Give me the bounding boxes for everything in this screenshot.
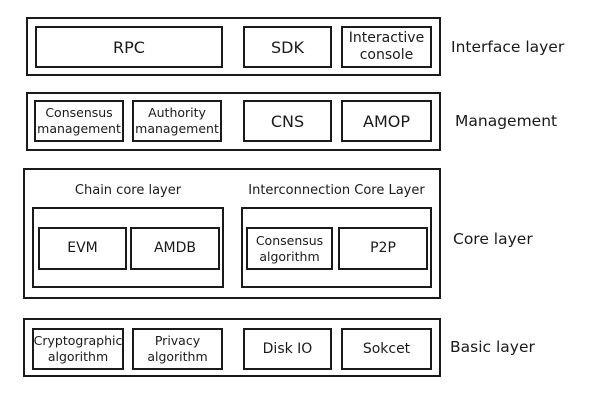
management-layer-label: Management [455, 112, 558, 130]
rpc-box: RPC [35, 26, 223, 68]
cryptographic-algorithm-box: Cryptographic algorithm [32, 328, 124, 370]
chain-core-layer-frame [32, 207, 224, 288]
interconnection-core-layer-title: Interconnection Core Layer [248, 183, 425, 198]
amdb-box: AMDB [130, 227, 220, 270]
evm-box: EVM [38, 227, 127, 270]
interactive-console-box: Interactive console [341, 26, 432, 68]
chain-core-layer-title: Chain core layer [74, 183, 182, 198]
basic-layer-label: Basic layer [450, 338, 535, 356]
consensus-management-box: Consensus management [34, 100, 124, 142]
interconnection-core-layer-frame [241, 207, 432, 288]
cns-box: CNS [243, 100, 332, 142]
basic-layer-frame [23, 318, 441, 377]
consensus-algorithm-box: Consensus algorithm [246, 227, 333, 270]
core-layer-frame [23, 168, 441, 299]
core-layer-label: Core layer [453, 230, 533, 248]
socket-box: Sokcet [341, 328, 432, 370]
privacy-algorithm-box: Privacy algorithm [132, 328, 223, 370]
interface-layer-label: Interface layer [451, 38, 565, 56]
authority-management-box: Authority management [132, 100, 222, 142]
sdk-box: SDK [243, 26, 332, 68]
p2p-box: P2P [338, 227, 428, 270]
amop-box: AMOP [341, 100, 432, 142]
disk-io-box: Disk IO [243, 328, 332, 370]
